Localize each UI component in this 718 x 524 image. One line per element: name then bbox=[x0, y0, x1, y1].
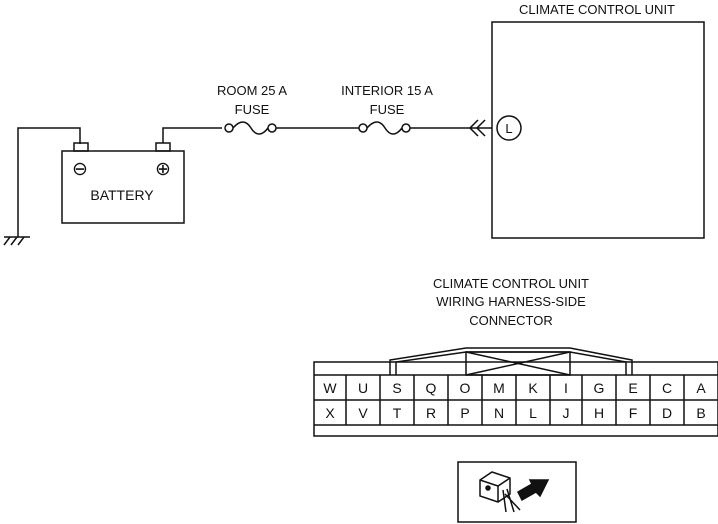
climate-control-unit-box bbox=[491, 21, 705, 239]
fuse-2-label-line1: INTERIOR 15 A bbox=[341, 83, 433, 98]
pin-label: F bbox=[629, 405, 638, 421]
battery-positive-symbol: ⊕ bbox=[155, 159, 171, 180]
battery-icon bbox=[61, 142, 185, 224]
connector-title-line3: CONNECTOR bbox=[469, 313, 553, 328]
pin-label: Q bbox=[426, 380, 437, 396]
ground-wire bbox=[17, 127, 81, 237]
pin-label: I bbox=[564, 380, 568, 396]
pin-label: M bbox=[493, 380, 505, 396]
harness-connector bbox=[313, 347, 718, 437]
ground-icon bbox=[3, 236, 30, 246]
pin-label: R bbox=[426, 405, 436, 421]
pin-label: G bbox=[594, 380, 605, 396]
fuse-icon bbox=[224, 121, 277, 135]
unit-title: CLIMATE CONTROL UNIT bbox=[519, 2, 675, 17]
pin-label: H bbox=[594, 405, 604, 421]
pin-label: J bbox=[563, 405, 570, 421]
pin-label: X bbox=[325, 405, 335, 421]
pin-label: T bbox=[393, 405, 402, 421]
fuse-1-label-line2: FUSE bbox=[235, 102, 270, 117]
pin-label: U bbox=[358, 380, 368, 396]
battery-negative-symbol: ⊖ bbox=[72, 159, 88, 180]
connector-title-line2: WIRING HARNESS-SIDE bbox=[436, 294, 586, 309]
pin-label: D bbox=[662, 405, 672, 421]
battery-label: BATTERY bbox=[90, 187, 154, 203]
battery-positive-wire bbox=[162, 127, 222, 143]
connector-view-icon bbox=[457, 461, 577, 523]
pin-label: K bbox=[528, 380, 538, 396]
pin-label: P bbox=[460, 405, 469, 421]
fuse-1-label-line1: ROOM 25 A bbox=[217, 83, 287, 98]
pin-label: V bbox=[358, 405, 368, 421]
pin-label: W bbox=[323, 380, 337, 396]
connector-title-line1: CLIMATE CONTROL UNIT bbox=[433, 276, 589, 291]
connector-arrow-icon bbox=[468, 119, 486, 137]
pin-label: A bbox=[696, 380, 706, 396]
fuse-2-label-line2: FUSE bbox=[370, 102, 405, 117]
pin-label: E bbox=[628, 380, 637, 396]
pin-label: O bbox=[460, 380, 471, 396]
fuse-icon bbox=[358, 121, 411, 135]
terminal-l-circle bbox=[496, 115, 522, 141]
pin-label: L bbox=[529, 405, 537, 421]
pin-label: N bbox=[494, 405, 504, 421]
pin-label: C bbox=[662, 380, 672, 396]
pin-label: S bbox=[392, 380, 401, 396]
pin-label: B bbox=[696, 405, 705, 421]
terminal-label: L bbox=[505, 121, 512, 136]
